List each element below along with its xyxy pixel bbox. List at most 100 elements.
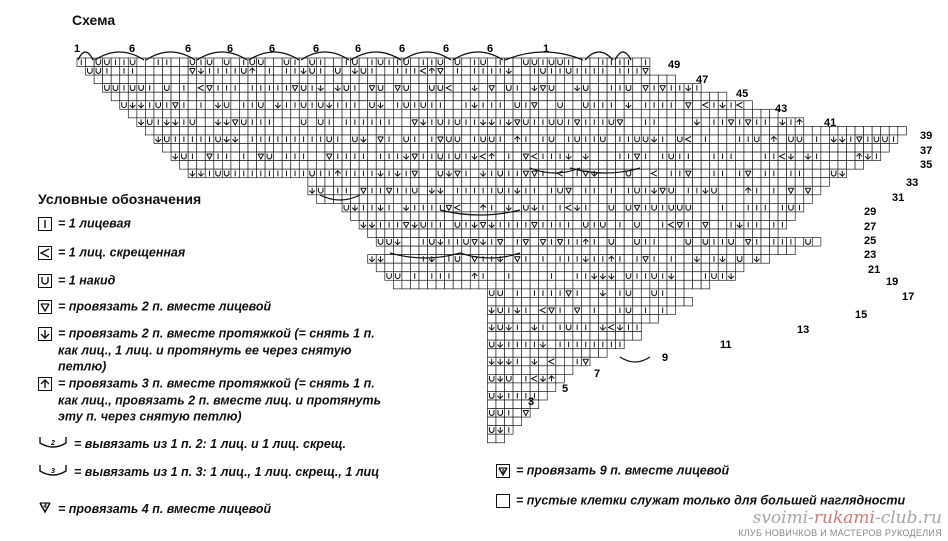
- chart-cell: [666, 143, 676, 153]
- chart-cell: [273, 57, 283, 67]
- chart-cell-symbol: [326, 102, 333, 109]
- chart-cell: [384, 262, 394, 273]
- row-number: 7: [594, 368, 600, 380]
- chart-cell: [572, 220, 582, 230]
- chart-cell: [444, 194, 454, 204]
- chart-cell: [623, 160, 634, 170]
- chart-cell: [640, 228, 651, 238]
- watermark-subtitle: КЛУБ НОВИЧКОВ И МАСТЕРОВ РУКОДЕЛИЯ: [738, 528, 942, 538]
- chart-cell: [632, 100, 642, 110]
- chart-cell: [794, 126, 805, 136]
- chart-cell: [495, 151, 505, 161]
- chart-cell: [726, 245, 736, 256]
- chart-cell: [623, 74, 634, 84]
- chart-cell-symbol: [574, 85, 581, 92]
- chart-cell-symbol: [548, 85, 555, 92]
- chart-cell: [290, 143, 300, 153]
- chart-cell: [324, 66, 334, 76]
- chart-cell: [538, 74, 548, 84]
- chart-cell-symbol: [479, 153, 487, 160]
- chart-cell-symbol: [138, 85, 144, 92]
- chart-cell: [606, 305, 616, 315]
- chart-cell: [572, 211, 582, 221]
- chart-cell: [563, 365, 574, 375]
- chart-cell: [435, 74, 446, 84]
- chart-cell: [239, 83, 249, 93]
- chart-cell: [649, 151, 659, 161]
- chart-cell-symbol: [479, 170, 487, 177]
- chart-cell-symbol: [403, 102, 409, 109]
- chart-cell: [692, 245, 702, 256]
- chart-cell: [179, 126, 189, 136]
- chart-cell: [666, 91, 676, 102]
- chart-cell: [606, 126, 616, 136]
- chart-cell-symbol: [522, 239, 530, 246]
- chart-cell: [726, 262, 736, 273]
- chart-cell-symbol: [557, 119, 563, 126]
- chart-cell: [794, 237, 805, 247]
- chart-cell: [726, 228, 736, 238]
- chart-cell: [632, 83, 642, 93]
- chart-cell: [658, 74, 668, 84]
- chart-cell-symbol: [685, 239, 692, 245]
- chart-cell: [734, 177, 745, 187]
- chart-cell-symbol: [719, 102, 726, 109]
- legend-item-k2tog: = провязать 2 п. вместе лицевой: [38, 298, 271, 315]
- chart-cell: [127, 74, 138, 84]
- chart-cell: [717, 177, 728, 187]
- chart-cell: [709, 194, 719, 204]
- chart-cell-symbol: [163, 119, 170, 126]
- chart-cell: [461, 194, 471, 204]
- chart-cell: [606, 297, 616, 307]
- chart-cell: [136, 66, 146, 76]
- chart-cell-symbol: [488, 307, 495, 314]
- chart-cell: [333, 57, 343, 67]
- chart-cell-symbol: [497, 239, 504, 246]
- chart-cell-symbol: [232, 136, 239, 143]
- chart-cell: [632, 177, 642, 187]
- chart-cell: [555, 177, 565, 187]
- chart-cell: [375, 160, 386, 170]
- chart-cell: [538, 228, 548, 238]
- chart-cell: [401, 279, 411, 290]
- chart-cell: [316, 91, 326, 102]
- chart-cell: [495, 194, 505, 204]
- chart-cell: [230, 100, 240, 110]
- chart-cell: [615, 271, 625, 281]
- chart-cell: [487, 91, 497, 102]
- chart-cell: [734, 108, 745, 119]
- chart-cell: [222, 126, 232, 136]
- chart-cell: [367, 91, 377, 102]
- chart-cell: [700, 262, 711, 273]
- ssk-symbol-icon: [38, 326, 52, 341]
- chart-cell-symbol: [634, 187, 640, 194]
- chart-cell: [290, 117, 300, 127]
- chart-cell-symbol: [258, 59, 264, 66]
- chart-cell-symbol: [564, 204, 572, 211]
- legend-title: Условные обозначения: [38, 191, 202, 207]
- chart-cell: [649, 279, 659, 290]
- chart-cell: [623, 126, 634, 136]
- chart-cell-symbol: [317, 85, 324, 92]
- chart-cell: [495, 143, 505, 153]
- chart-cell: [495, 416, 505, 427]
- chart-cell: [615, 126, 625, 136]
- chart-cell-symbol: [565, 187, 572, 195]
- chart-cell: [230, 74, 240, 84]
- chart-cell: [333, 91, 343, 102]
- chart-cell-symbol: [497, 170, 503, 177]
- chart-cell: [538, 160, 548, 170]
- chart-cell: [692, 220, 702, 230]
- chart-cell: [675, 100, 685, 110]
- chart-cell: [598, 91, 608, 102]
- chart-cell-symbol: [437, 68, 444, 75]
- chart-cell: [478, 194, 488, 204]
- chart-cell: [504, 74, 514, 84]
- chart-cell: [538, 108, 548, 119]
- chart-cell: [264, 126, 275, 136]
- chart-cell: [700, 91, 711, 102]
- chart-cell: [615, 237, 625, 247]
- chart-cell: [649, 220, 659, 230]
- chart-cell-symbol: [351, 204, 359, 212]
- chart-cell: [384, 177, 394, 187]
